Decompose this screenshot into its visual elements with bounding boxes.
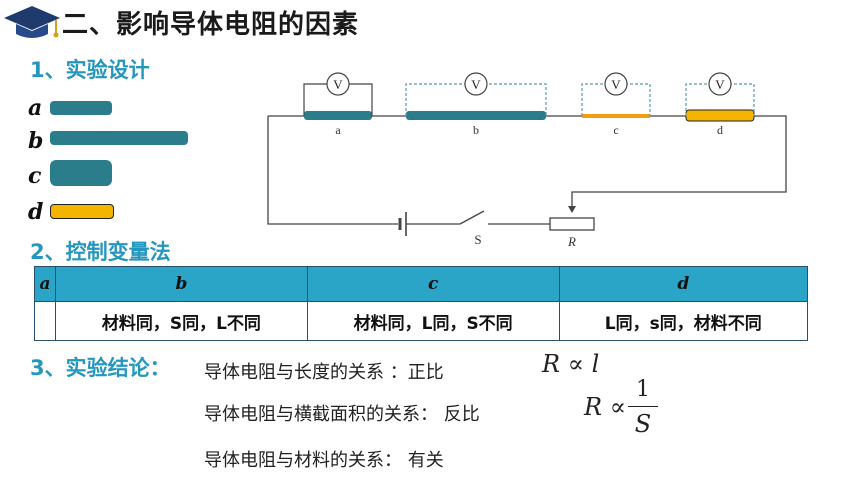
voltmeter-d-symbol: V	[715, 77, 725, 92]
fraction-numerator: 1	[636, 377, 650, 402]
formula-area-lhs: R ∝	[584, 393, 626, 421]
graduation-cap-icon	[4, 6, 60, 38]
section-experiment-design: 1、实验设计	[30, 58, 150, 82]
switch-label: S	[474, 232, 481, 247]
rod-label-d: d	[28, 199, 44, 225]
circuit-label-a: a	[335, 123, 341, 137]
section-conclusions: 3、实验结论：	[30, 356, 171, 380]
comparison-table: a b c d 材料同，S同，L不同 材料同，L同，S不同 L同，s同，材料不同	[34, 266, 809, 341]
rod-a	[50, 101, 112, 115]
rod-d	[50, 204, 114, 219]
page-title: 二、影响导体电阻的因素	[62, 10, 360, 40]
formula-length: R ∝ l	[542, 350, 600, 378]
conclusion-material: 导体电阻与材料的关系： 有关	[204, 450, 444, 471]
conclusion-length: 导体电阻与长度的关系 ：正比	[204, 362, 444, 383]
table-header-row: a b c d	[34, 266, 809, 302]
circuit-label-d: d	[717, 123, 723, 137]
rod-label-b: b	[28, 128, 44, 154]
table-cell-d: L同，s同，材料不同	[558, 301, 809, 341]
rod-c	[50, 160, 112, 186]
formula-area-fraction: 1 S	[628, 376, 658, 439]
voltmeter-a-symbol: V	[333, 77, 343, 92]
table-header-a: a	[34, 266, 56, 302]
circuit-label-b: b	[473, 123, 479, 137]
voltmeter-c-symbol: V	[611, 77, 621, 92]
voltmeter-b-symbol: V	[471, 77, 481, 92]
table-cell-c: 材料同，L同，S不同	[306, 301, 560, 341]
fraction-denominator: S	[634, 410, 652, 438]
table-header-d: d	[558, 266, 809, 302]
table-row: 材料同，S同，L不同 材料同，L同，S不同 L同，s同，材料不同	[34, 301, 809, 341]
fraction-bar	[628, 406, 658, 407]
table-cell-a	[34, 301, 56, 341]
conclusion-area: 导体电阻与横截面积的关系： 反比	[204, 404, 480, 425]
rod-label-a: a	[28, 95, 43, 121]
section-control-variables: 2、控制变量法	[30, 240, 171, 264]
circuit-diagram: V V V V a b c d S R	[267, 72, 787, 249]
circuit-label-c: c	[613, 123, 618, 137]
table-header-c: c	[306, 266, 560, 302]
rheostat-label: R	[567, 234, 576, 249]
table-cell-b: 材料同，S同，L不同	[55, 301, 308, 341]
rod-b	[50, 131, 188, 145]
table-header-b: b	[55, 266, 308, 302]
rod-label-c: c	[28, 163, 42, 189]
